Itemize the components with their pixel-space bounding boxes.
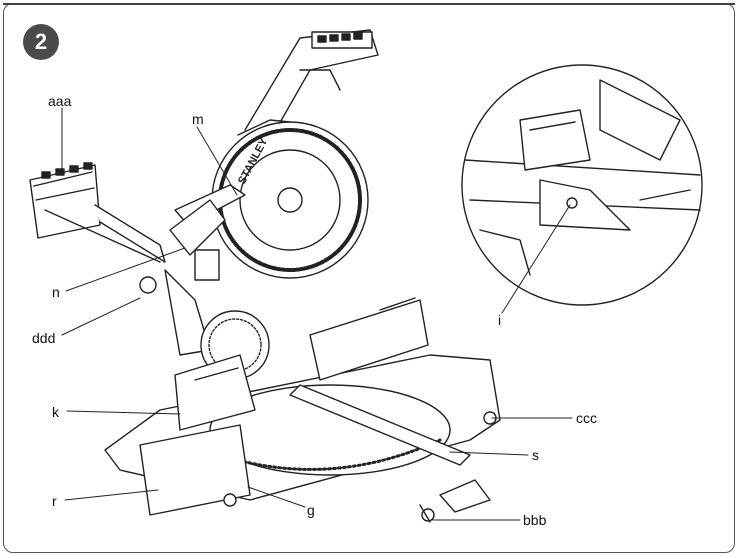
step-number-badge: 2 (23, 24, 59, 60)
label-g: g (307, 502, 315, 518)
label-aaa: aaa (48, 93, 72, 109)
label-m: m (192, 111, 204, 127)
label-ccc: ccc (576, 410, 597, 426)
label-k: k (52, 404, 59, 420)
label-i: i (498, 312, 502, 328)
label-r: r (52, 493, 57, 509)
top-rule (3, 3, 735, 5)
detail-zoom-circle (461, 64, 703, 306)
label-bbb: bbb (523, 512, 547, 528)
label-s: s (532, 447, 539, 463)
rear-handle (29, 162, 166, 263)
saw-head: STANLEY (139, 29, 379, 380)
label-ddd: ddd (32, 330, 56, 346)
label-n: n (52, 284, 60, 300)
leader-lines (61, 107, 573, 521)
saw-base (104, 297, 501, 523)
